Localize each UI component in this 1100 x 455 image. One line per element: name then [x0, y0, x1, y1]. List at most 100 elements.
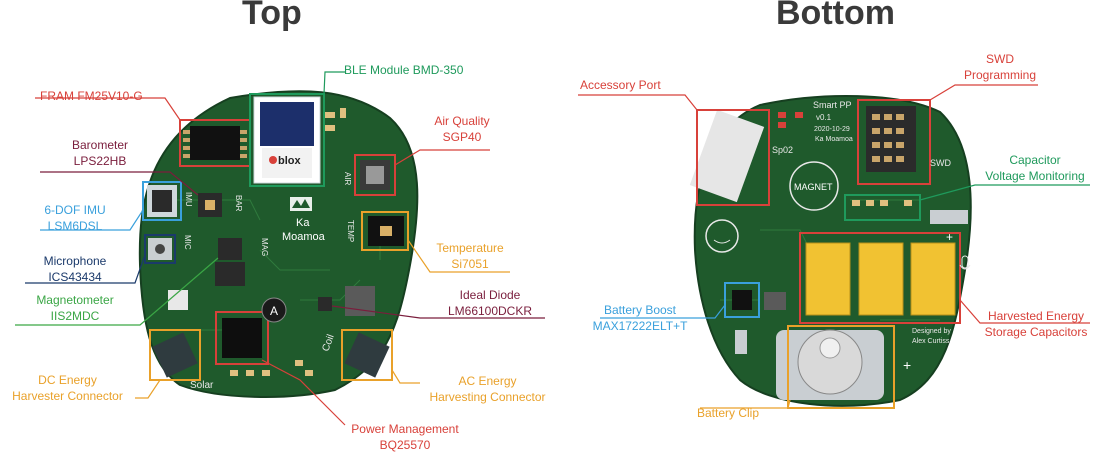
imu-label-line1: 6-DOF IMU	[44, 203, 106, 217]
plus-silk-caps: +	[946, 230, 953, 244]
top-heading: Top	[242, 0, 302, 32]
top-board-pcb	[138, 90, 419, 398]
ble-highlight	[249, 93, 325, 187]
ble-leader	[323, 71, 346, 95]
designed-by-silk: Designed by	[912, 328, 951, 335]
ac-energy-leader	[391, 369, 420, 384]
air-quality-label: Air Quality SGP40	[412, 113, 512, 145]
air-quality-highlight	[354, 154, 396, 196]
capacitor-leader	[919, 184, 1090, 201]
harvested-energy-label: Harvested Energy Storage Capacitors	[975, 308, 1097, 340]
air-quality-leader	[394, 149, 490, 166]
temperature-leader	[407, 239, 510, 273]
harvested-energy-label-line2: Storage Capacitors	[984, 325, 1088, 339]
battery-clip-highlight	[787, 325, 895, 409]
temperature-label-line1: Temperature	[436, 241, 504, 255]
magnetometer-leader	[15, 257, 219, 326]
barometer-label-line1: Barometer	[71, 138, 129, 152]
battery-boost-label-line2: MAX17222ELT+T	[592, 319, 688, 333]
author-silk: Alex Curtiss	[912, 338, 950, 345]
ka-moamoa-silk: Ka Moamoa	[815, 136, 853, 143]
dc-energy-leader	[135, 379, 161, 399]
battery-boost-label: Battery Boost MAX17222ELT+T	[580, 302, 700, 334]
battery-clip-leader	[700, 399, 791, 409]
dc-energy-label-line2: Harvester Connector	[12, 389, 123, 403]
imu-silk: IMU	[184, 192, 193, 207]
ble-label: BLE Module BMD-350	[344, 63, 464, 77]
smiley-silk-icon	[705, 219, 739, 253]
c4-capacitor	[930, 210, 968, 224]
power-management-highlight	[215, 311, 269, 365]
swd-leader	[929, 84, 1038, 101]
storage-capacitors-highlight	[799, 232, 961, 324]
dc-connector-highlight	[149, 329, 201, 381]
ac-connector-highlight	[341, 329, 393, 381]
accessory-port-connector	[689, 109, 765, 203]
fram-leader	[35, 97, 181, 121]
power-management-label-line2: BQ25570	[379, 438, 431, 452]
capacitor-label-line2: Voltage Monitoring	[985, 169, 1085, 183]
microphone-silk-icon	[961, 255, 969, 269]
ideal-diode-chip	[318, 297, 332, 311]
fram-chip	[190, 126, 240, 160]
fram-label: FRAM FM25V10-G	[40, 89, 143, 103]
harvested-leader	[959, 299, 1090, 324]
battery-clip-label: Battery Clip	[697, 406, 760, 420]
microphone-label-line1: Microphone	[43, 254, 107, 268]
battery-boost-leader	[600, 304, 726, 319]
power-management-label-line1: Power Management	[351, 422, 459, 436]
temperature-highlight	[361, 211, 409, 251]
version-silk: v0.1	[816, 113, 832, 122]
swd-label: SWD Programming	[950, 51, 1050, 83]
battery-boost-highlight	[724, 282, 760, 318]
air-quality-label-line1: Air Quality	[434, 114, 490, 128]
capacitor-label: Capacitor Voltage Monitoring	[975, 152, 1095, 184]
sp02-silk: Sp02	[772, 145, 793, 155]
microphone-leader	[25, 254, 146, 284]
battery-boost-chip	[732, 290, 752, 310]
storage-capacitor-3	[910, 242, 956, 316]
ac-connector	[344, 332, 390, 378]
power-management-label: Power Management BQ25570	[340, 421, 470, 453]
microphone-label: Microphone ICS43434	[20, 253, 130, 285]
magnetometer-label-line2: IIS2MDC	[50, 309, 100, 323]
moamoa-silk: Moamoa	[282, 231, 326, 243]
swd-label-line2: Programming	[963, 68, 1037, 82]
imu-label-line2: LSM6DSL	[47, 219, 103, 233]
capacitor-label-line1: Capacitor	[1009, 153, 1061, 167]
temperature-label-line2: Si7051	[451, 257, 489, 271]
storage-capacitor-1	[805, 242, 851, 316]
swd-label-line1: SWD	[986, 52, 1014, 66]
barometer-label-line2: LPS22HB	[73, 154, 127, 168]
accessory-port-leader	[578, 94, 698, 111]
battery-clip-coin	[797, 329, 863, 395]
magnetometer-chip	[218, 238, 242, 260]
magnet-mark	[789, 161, 839, 211]
air-silk: AIR	[343, 172, 352, 186]
magnet-silk: MAGNET	[794, 182, 833, 192]
barometer-leader	[40, 171, 199, 196]
solar-silk: Solar	[190, 380, 214, 391]
imu-label: 6-DOF IMU LSM6DSL	[20, 202, 130, 234]
microphone-highlight	[144, 234, 176, 264]
storage-capacitor-2	[858, 242, 904, 316]
mic-silk: MIC	[183, 235, 192, 250]
power-management-chip	[222, 318, 262, 358]
swd-silk: SWD	[930, 158, 951, 168]
swd-highlight	[857, 99, 931, 185]
date-silk: 2020-10-29	[814, 126, 850, 133]
accessory-port-label: Accessory Port	[580, 78, 661, 92]
microphone-label-line2: ICS43434	[48, 270, 102, 284]
imu-highlight	[142, 181, 182, 221]
ideal-diode-label: Ideal Diode LM66100DCKR	[425, 287, 555, 319]
magnetometer-label-line1: Magnetometer	[36, 293, 114, 307]
accessory-port-highlight	[696, 109, 770, 206]
ublox-logo-text: blox	[278, 155, 301, 167]
ideal-diode-leader	[331, 305, 545, 319]
inductor-a	[261, 297, 287, 323]
capacitor-monitor-highlight	[844, 194, 921, 221]
dc-energy-label-line1: DC Energy	[38, 373, 97, 387]
bar-silk: BAR	[234, 195, 243, 212]
mag-silk: MAG	[260, 238, 269, 256]
